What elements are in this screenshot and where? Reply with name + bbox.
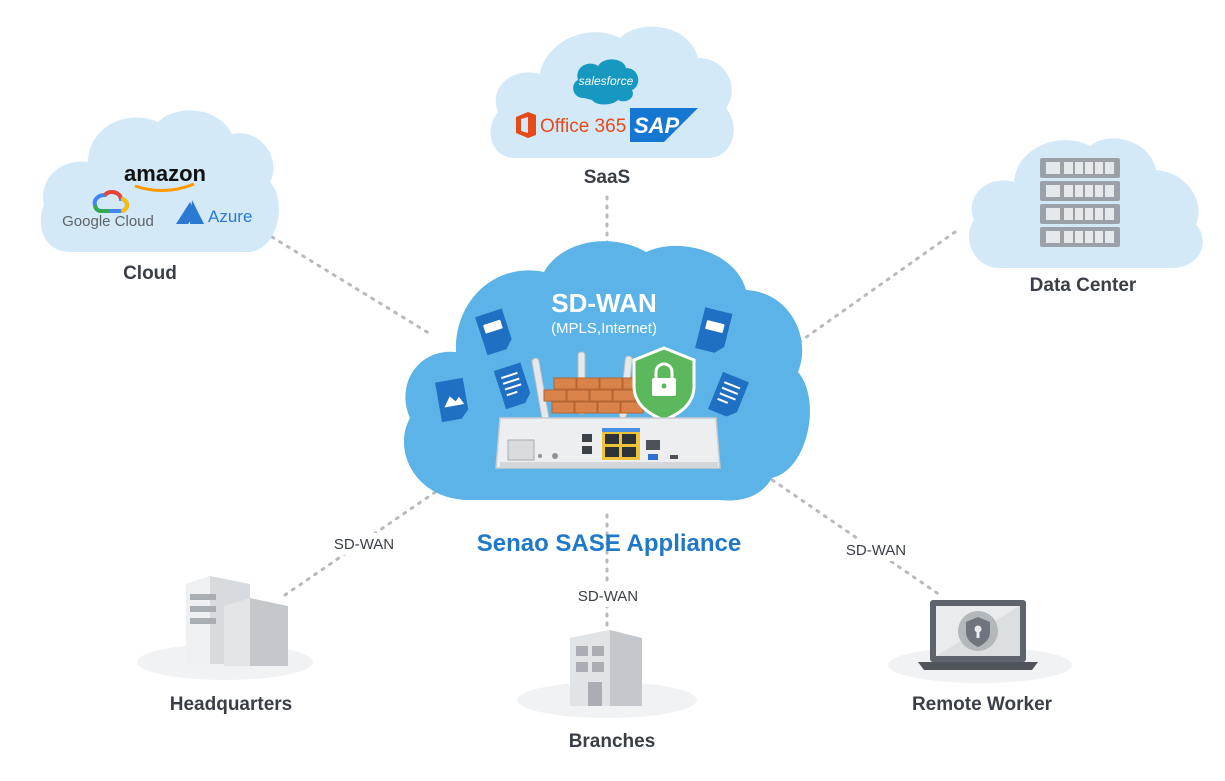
amazon-smile-icon bbox=[134, 182, 195, 192]
link-label-hq-group: SD-WAN bbox=[326, 533, 402, 555]
headquarters-building-icon bbox=[186, 576, 288, 666]
remote-worker-label: Remote Worker bbox=[912, 694, 1053, 715]
link-label-branches-group: SD-WAN bbox=[570, 585, 646, 607]
link-label-remote: SD-WAN bbox=[846, 542, 906, 559]
link-label-hq: SD-WAN bbox=[334, 536, 394, 553]
sap-logo: SAP bbox=[634, 113, 680, 138]
office365-logo: Office 365 bbox=[540, 116, 626, 137]
link-remote bbox=[763, 473, 942, 597]
remote-worker-node: Remote Worker bbox=[888, 600, 1072, 715]
cloud-shape bbox=[40, 110, 279, 252]
datacenter-node: Data Center bbox=[969, 138, 1203, 296]
azure-icon bbox=[176, 200, 204, 224]
datacenter-label: Data Center bbox=[1030, 275, 1137, 296]
azure-logo: Azure bbox=[208, 207, 252, 226]
cloud-node: amazon Google Cloud Azure Cloud bbox=[40, 110, 279, 284]
salesforce-logo: salesforce bbox=[579, 74, 634, 88]
appliance-label: Senao SASE Appliance bbox=[477, 530, 742, 557]
image-document-icon bbox=[435, 377, 469, 423]
security-shield-icon bbox=[632, 346, 696, 422]
sdwan-subtitle: (MPLS,Internet) bbox=[551, 320, 657, 337]
amazon-logo: amazon bbox=[124, 161, 206, 186]
hard-drive-document-icon bbox=[475, 308, 512, 356]
saas-node: salesforce Office 365 SAP SaaS bbox=[490, 26, 734, 188]
headquarters-label: Headquarters bbox=[170, 694, 293, 715]
sase-appliance-device bbox=[495, 417, 721, 469]
google-cloud-icon bbox=[92, 190, 129, 213]
branch-building-icon bbox=[570, 630, 642, 706]
office365-icon bbox=[516, 112, 536, 138]
text-document-icon bbox=[493, 362, 531, 410]
datacenter-cloud-shape bbox=[969, 138, 1203, 268]
branches-node: Branches bbox=[517, 630, 697, 752]
headquarters-node: Headquarters bbox=[137, 576, 313, 715]
lock-icon bbox=[654, 362, 674, 378]
lock-shield-icon bbox=[958, 611, 998, 651]
cloud-label: Cloud bbox=[123, 263, 177, 284]
branches-label: Branches bbox=[569, 731, 656, 752]
sdwan-center: SD-WAN (MPLS,Internet) bbox=[403, 241, 810, 501]
server-rack-icon bbox=[1040, 158, 1120, 247]
link-cloud bbox=[270, 235, 434, 337]
hard-drive-document-icon-right bbox=[695, 307, 733, 353]
sap-logo-bg bbox=[630, 108, 698, 142]
salesforce-cloud-icon bbox=[573, 59, 639, 105]
link-label-branches: SD-WAN bbox=[578, 588, 638, 605]
google-cloud-logo: Google Cloud bbox=[62, 213, 154, 230]
link-datacenter bbox=[793, 230, 957, 347]
saas-label: SaaS bbox=[584, 167, 630, 188]
sdwan-title: SD-WAN bbox=[551, 288, 656, 318]
link-label-remote-group: SD-WAN bbox=[838, 539, 914, 561]
text-document-icon-right bbox=[708, 371, 749, 417]
